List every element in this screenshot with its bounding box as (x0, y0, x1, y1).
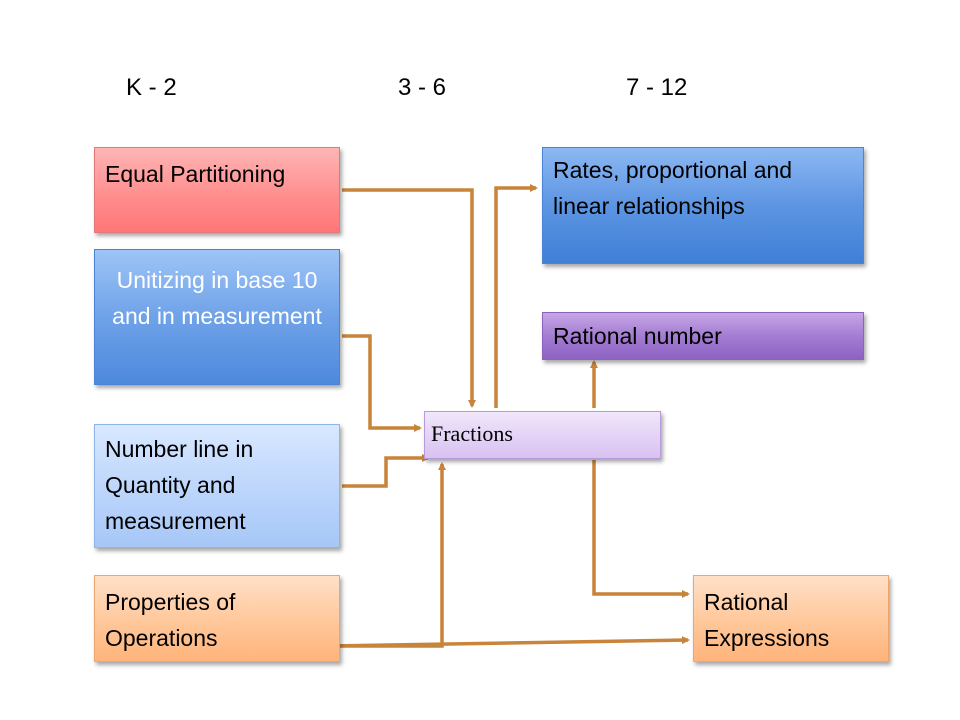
box-properties-of-operations-label: Properties of Operations (105, 589, 236, 651)
box-equal-partitioning: Equal Partitioning (94, 147, 340, 233)
box-properties-of-operations: Properties of Operations (94, 575, 340, 662)
box-rational-expressions: Rational Expressions (693, 575, 889, 662)
box-rates-label: Rates, proportional and linear relations… (553, 157, 793, 219)
arrow-properties-to-rational-expressions (329, 636, 690, 648)
box-fractions-label: Fractions (431, 421, 513, 446)
box-rational-number: Rational number (542, 312, 864, 360)
box-unitizing-label: Unitizing in base 10 and in measurement (112, 267, 322, 329)
grade-band-k-2: K - 2 (126, 74, 177, 101)
box-equal-partitioning-label: Equal Partitioning (105, 161, 286, 187)
box-rates: Rates, proportional and linear relations… (542, 147, 864, 264)
arrow-properties-to-fractions (330, 462, 446, 648)
grade-band-3-6: 3 - 6 (398, 74, 447, 101)
arrow-unitizing-to-fractions (342, 334, 422, 432)
grade-band-7-12: 7 - 12 (626, 74, 688, 101)
box-rational-number-label: Rational number (553, 323, 722, 349)
box-unitizing: Unitizing in base 10 and in measurement (94, 249, 340, 385)
arrow-fractions-to-rational-expressions (592, 460, 690, 598)
box-rational-expressions-label: Rational Expressions (704, 589, 830, 651)
arrow-fractions-to-rates (494, 184, 538, 408)
box-number-line-label: Number line in Quantity and measurement (105, 436, 254, 534)
box-number-line: Number line in Quantity and measurement (94, 424, 340, 548)
arrow-number-line-to-fractions (342, 454, 430, 488)
box-fractions: Fractions (424, 411, 661, 459)
arrow-equal-partitioning-to-fractions (342, 188, 476, 408)
